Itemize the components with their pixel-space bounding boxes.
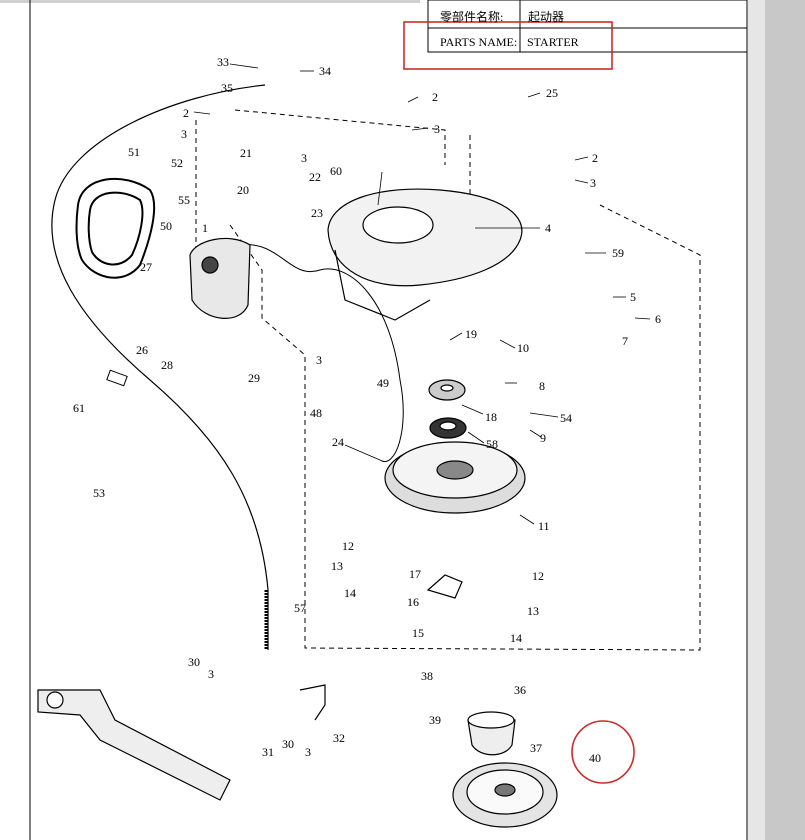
callout-60: 60 [330,164,342,178]
callout-58: 58 [486,437,498,451]
callout-12a: 12 [342,539,354,553]
callout-13b: 13 [527,604,539,618]
callout-21: 21 [240,146,252,160]
callout-19: 19 [465,327,477,341]
rubber-cover [75,177,156,279]
callout-4: 4 [545,221,551,235]
callout-3g: 3 [305,745,311,759]
callout-25: 25 [546,86,558,100]
bracket-32 [299,684,326,721]
starter-cup [467,711,516,756]
callout-16: 16 [407,595,419,609]
callout-2b: 2 [432,90,438,104]
callout-35: 35 [221,81,233,95]
throttle-cable [51,84,269,650]
callout-30b: 30 [282,737,294,751]
callout-39: 39 [429,713,441,727]
callout-30a: 30 [188,655,200,669]
callout-50: 50 [160,219,172,233]
callout-7: 7 [622,334,628,348]
callout-3e: 3 [316,353,322,367]
callout-12b: 12 [532,569,544,583]
callout-28: 28 [161,358,173,372]
callout-14a: 14 [344,586,356,600]
callout-2a: 2 [183,106,189,120]
throttle-grip [189,237,251,319]
assembly-dashed-boundaries [195,109,701,651]
spring-cover [428,379,466,401]
callout-11: 11 [538,519,550,533]
warning-label-61 [106,369,128,387]
drive-plate [452,762,558,828]
callout-57: 57 [294,601,306,615]
callout-3b: 3 [301,151,307,165]
callout-61: 61 [73,401,85,415]
pawl-plate-16 [426,574,463,599]
callout-9: 9 [540,431,546,445]
callout-3d: 3 [590,176,596,190]
callout-26: 26 [136,343,148,357]
callout-3c: 3 [434,122,440,136]
callout-5: 5 [630,290,636,304]
parts-name-en-value: STARTER [527,35,579,49]
vertical-scrollbar[interactable] [765,0,805,840]
callout-18: 18 [485,410,497,424]
starter-housing [327,188,523,321]
parts-name-cn-label: 零部件名称: [440,10,504,24]
callout-36: 36 [514,683,526,697]
callout-6: 6 [655,312,661,326]
callout-24: 24 [332,435,344,449]
callout-37: 37 [530,741,542,755]
callout-27: 27 [140,260,152,274]
callout-10: 10 [517,341,529,355]
callout-33: 33 [217,55,229,69]
callout-1: 1 [202,221,208,235]
viewer-gutter [748,0,765,840]
callout-3a: 3 [181,127,187,141]
callout-52: 52 [171,156,183,170]
callout-15: 15 [412,626,424,640]
callout-32: 32 [333,731,345,745]
callout-48: 48 [310,406,322,420]
callout-31: 31 [262,745,274,759]
callout-20: 20 [237,183,249,197]
callout-53: 53 [93,486,105,500]
callout-22: 22 [309,170,321,184]
parts-name-highlight-box [403,21,613,70]
callout-2c: 2 [592,151,598,165]
callout-14b: 14 [510,631,522,645]
callout-40: 40 [589,751,601,765]
control-lever-shaft [37,689,231,801]
callout-23: 23 [311,206,323,220]
part-40-highlight-circle [571,720,635,784]
callout-49: 49 [377,376,389,390]
callout-17: 17 [409,567,421,581]
rewind-pulley [384,441,526,514]
callout-54: 54 [560,411,572,425]
parts-name-cn-value: 起动器 [528,10,565,24]
title-block [427,0,748,53]
callout-34: 34 [319,64,331,78]
callout-55: 55 [178,193,190,207]
callout-8: 8 [539,379,545,393]
window-top-strip [0,0,420,3]
callout-leaders [193,63,651,525]
callout-59: 59 [612,246,624,260]
callout-numbers: 33 34 35 2 3 51 52 21 3 22 20 60 55 23 5… [73,55,661,765]
callout-29: 29 [248,371,260,385]
callout-38: 38 [421,669,433,683]
inner-cable [239,244,404,463]
callout-51: 51 [128,145,140,159]
callout-3f: 3 [208,667,214,681]
callout-13a: 13 [331,559,343,573]
recoil-spring [429,417,467,439]
parts-name-en-label: PARTS NAME: [440,35,518,49]
